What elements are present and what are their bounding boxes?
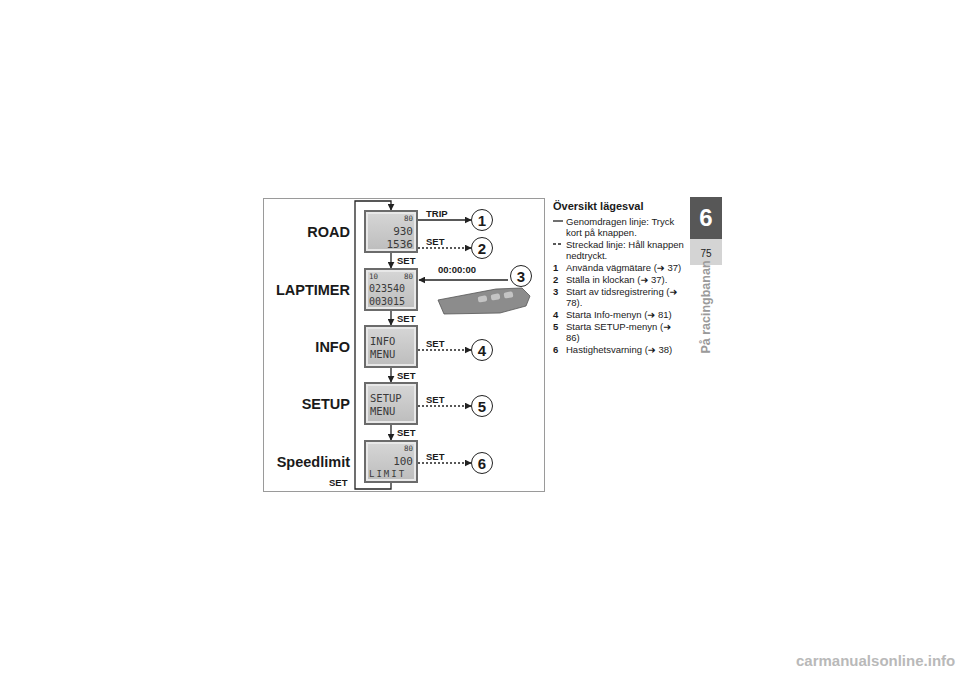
list-item: 2Ställa in klockan (➜ 37). — [553, 274, 687, 285]
button-label: SET — [328, 477, 348, 488]
item-text: Hastighetsvarning (➜ 38) — [566, 344, 687, 355]
list-item: 5Starta SETUP-menyn (➜ 86) — [553, 321, 687, 343]
line-sample — [553, 216, 566, 227]
mode-name: SETUP — [302, 396, 350, 412]
diagram-frame — [264, 199, 545, 492]
section-title: Översikt lägesval — [553, 201, 687, 212]
item-number: 5 — [553, 321, 566, 343]
legend-text: Genomdragen linje: Tryck kort på knappen… — [566, 216, 687, 238]
connector-arrow — [390, 311, 391, 325]
button-label: SET — [425, 338, 445, 349]
list-item: 3Start av tidsregistrering (➜ 78). — [553, 286, 687, 308]
lcd-readout: 10 — [369, 273, 378, 281]
callout-number: 4 — [478, 342, 486, 359]
list-item: 4Starta Info-menyn (➜ 81) — [553, 309, 687, 320]
legend-text: Streckad linje: Håll knappen nedtryckt. — [566, 239, 687, 261]
lcd-readout: INFO MENU — [370, 335, 412, 361]
mode-name: ROAD — [307, 224, 350, 240]
handlebar-grip — [438, 288, 530, 314]
connector-arrow — [418, 219, 471, 220]
watermark: carmanualsonline.info — [796, 652, 955, 669]
callout-number: 1 — [478, 212, 486, 229]
lcd-readout: 003015 — [369, 297, 405, 307]
connector-arrow — [390, 425, 391, 440]
button-label: SET — [425, 451, 445, 462]
connector-arrow — [418, 349, 471, 350]
button-label: SET — [425, 394, 445, 405]
button-label: TRIP — [425, 208, 449, 219]
callout-circle: 4 — [471, 339, 493, 361]
callout-number: 2 — [478, 240, 486, 257]
button-label: 00:00:00 — [437, 264, 477, 275]
connector-arrow — [418, 247, 471, 248]
lcd-readout: LIMIT — [369, 470, 406, 479]
lcd-readout: 1536 — [387, 239, 414, 250]
item-text: Start av tidsregistrering (➜ 78). — [566, 286, 687, 308]
callout-circle: 6 — [471, 452, 493, 474]
chapter-tab — [690, 197, 722, 265]
lcd-readout: 80 — [404, 445, 413, 453]
connector-arrow — [390, 368, 391, 382]
line-sample — [553, 239, 566, 250]
mode-name: LAPTIMER — [276, 282, 350, 298]
list-item: 6Hastighetsvarning (➜ 38) — [553, 344, 687, 355]
lcd-screen: Speedlimit80100LIMIT — [364, 440, 418, 483]
connector-arrow — [390, 253, 391, 268]
callout-circle: 2 — [471, 237, 493, 259]
lcd-screen: LAPTIMER1080023540003015 — [364, 268, 418, 311]
item-number: 3 — [553, 286, 566, 308]
lcd-readout: 023540 — [369, 284, 405, 294]
lcd-screen: INFOINFO MENU — [364, 325, 418, 368]
list-item: 1Använda vägmätare (➜ 37) — [553, 262, 687, 273]
button-label: SET — [396, 313, 416, 324]
item-text: Använda vägmätare (➜ 37) — [566, 262, 687, 273]
item-number: 6 — [553, 344, 566, 355]
callout-number: 3 — [517, 268, 525, 285]
callout-circle: 3 — [510, 265, 532, 287]
item-number: 2 — [553, 274, 566, 285]
button-label: SET — [396, 427, 416, 438]
callout-circle: 5 — [471, 395, 493, 417]
legend-row: Streckad linje: Håll knappen nedtryckt. — [553, 239, 687, 261]
chapter-number: 6 — [699, 204, 712, 232]
mode-name: INFO — [315, 339, 350, 355]
item-text: Ställa in klockan (➜ 37). — [566, 274, 687, 285]
mode-name: Speedlimit — [277, 454, 350, 470]
callout-number: 6 — [478, 455, 486, 472]
connector-arrow — [418, 462, 471, 463]
lcd-readout: 100 — [393, 456, 413, 467]
connector-arrow — [418, 405, 471, 406]
item-text: Starta Info-menyn (➜ 81) — [566, 309, 687, 320]
button-label: SET — [396, 370, 416, 381]
chapter-title: På racingbanan — [699, 260, 713, 353]
lcd-readout: 80 — [404, 273, 413, 281]
item-number: 1 — [553, 262, 566, 273]
connector-arrow — [419, 279, 508, 280]
callout-circle: 1 — [471, 209, 493, 231]
button-label: SET — [425, 236, 445, 247]
button-label: SET — [396, 255, 416, 266]
page-number: 75 — [700, 248, 711, 259]
lcd-screen: ROAD809301536 — [364, 210, 418, 253]
lcd-screen: SETUPSETUP MENU — [364, 382, 418, 425]
lcd-readout: 80 — [404, 215, 413, 223]
item-text: Starta SETUP-menyn (➜ 86) — [566, 321, 687, 343]
text-column: Översikt lägesvalGenomdragen linje: Tryc… — [553, 201, 687, 356]
legend-row: Genomdragen linje: Tryck kort på knappen… — [553, 216, 687, 238]
item-number: 4 — [553, 309, 566, 320]
lcd-readout: 930 — [393, 226, 413, 237]
callout-number: 5 — [478, 398, 486, 415]
lcd-readout: SETUP MENU — [370, 392, 414, 418]
chapter-tab-top — [690, 197, 722, 239]
